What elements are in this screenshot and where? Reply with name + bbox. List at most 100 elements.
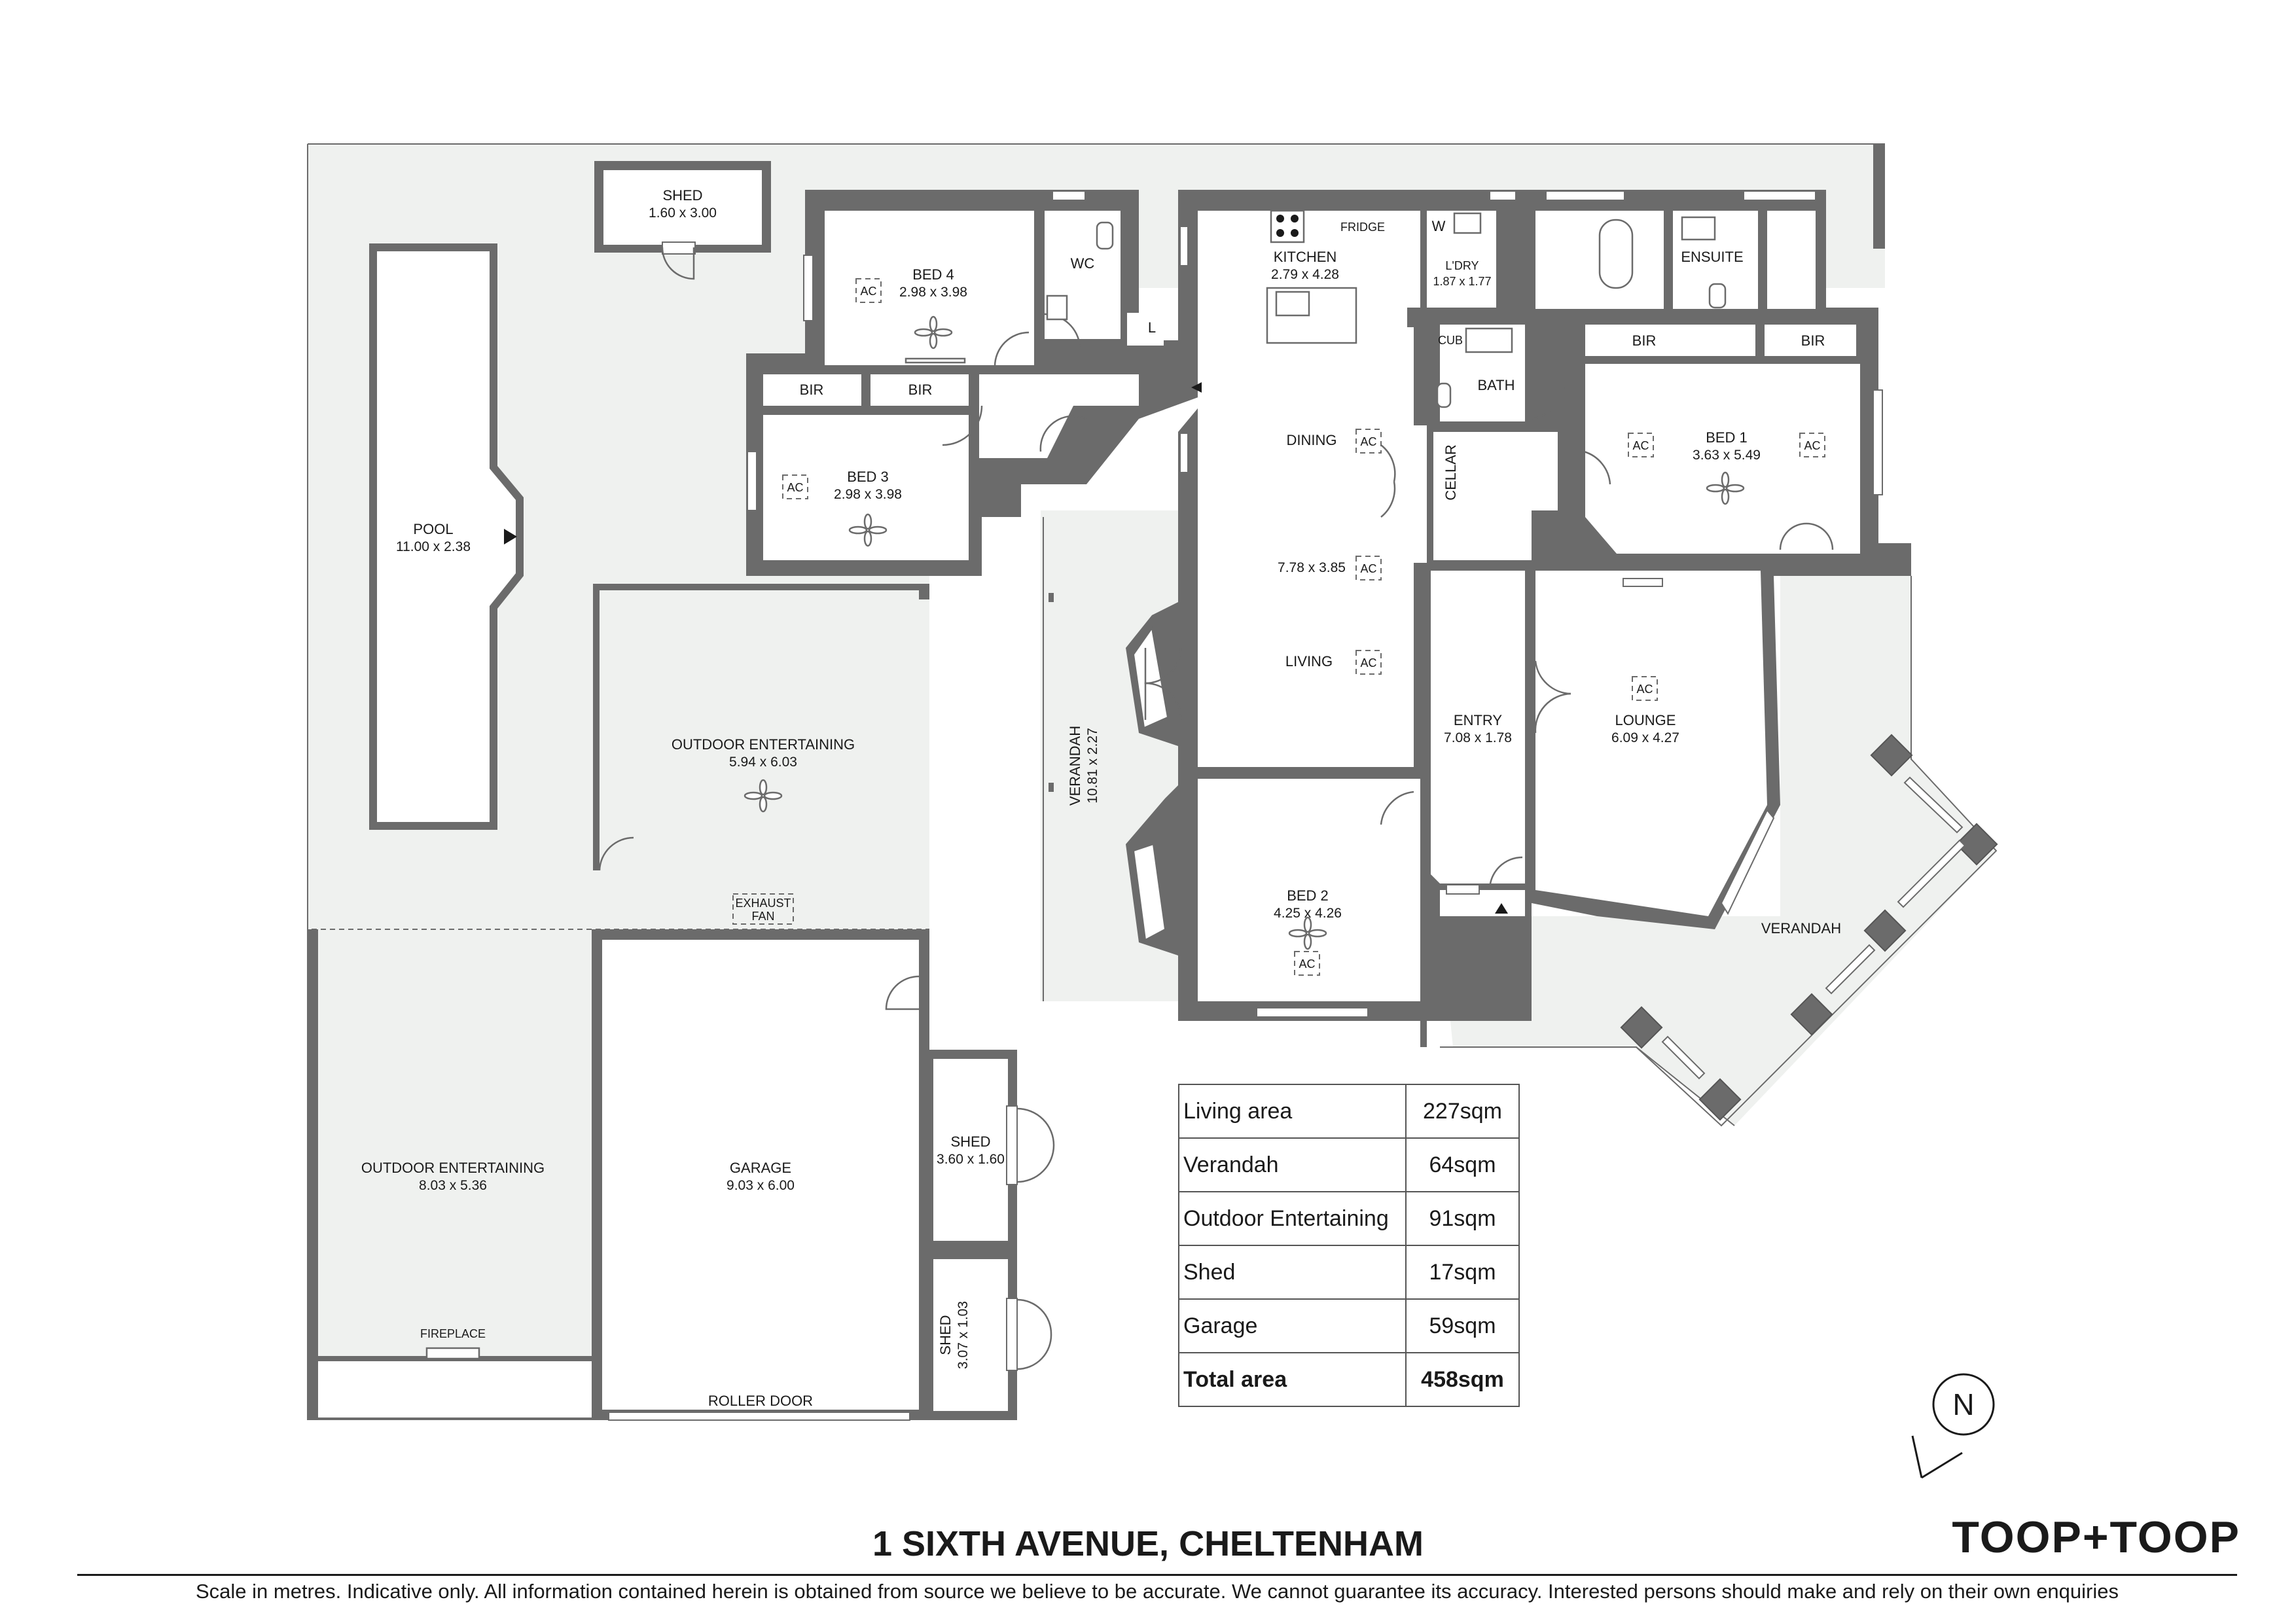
area-value: 458sqm xyxy=(1405,1352,1520,1407)
outdoor-entertaining-lower: OUTDOOR ENTERTAINING 8.03 x 5.36 FIREPLA… xyxy=(308,929,600,1420)
bed1-label: BED 1 xyxy=(1706,429,1748,446)
bir-d-label: BIR xyxy=(1801,332,1825,349)
area-row-shed: Shed 17sqm xyxy=(1178,1245,1520,1300)
agency-logo: TOOP+TOOP xyxy=(1952,1512,2240,1562)
shed-low-dims: 3.07 x 1.03 xyxy=(956,1301,971,1369)
wc-label: WC xyxy=(1071,255,1095,272)
pool: POOL 11.00 x 2.38 xyxy=(369,243,524,830)
shed-mid-dims: 3.60 x 1.60 xyxy=(937,1152,1005,1167)
pool-label: POOL xyxy=(413,521,453,537)
bir-c-label: BIR xyxy=(1632,332,1657,349)
washer-label: W xyxy=(1432,218,1446,234)
area-label: Shed xyxy=(1178,1245,1407,1300)
area-label: Total area xyxy=(1178,1352,1407,1407)
bed3-dims: 2.98 x 3.98 xyxy=(834,487,902,502)
living-ac-a: AC xyxy=(1360,562,1376,575)
bed2-ac: AC xyxy=(1299,957,1315,971)
disclaimer-text: Scale in metres. Indicative only. All in… xyxy=(195,1580,2119,1603)
bed1-ac-b: AC xyxy=(1804,439,1820,452)
dining-label: DINING xyxy=(1287,432,1337,448)
yard xyxy=(307,143,1996,1420)
outdoor-fan-icon xyxy=(744,779,783,813)
area-label: Verandah xyxy=(1178,1137,1407,1192)
bed3-label: BED 3 xyxy=(847,469,889,485)
bed4-label: BED 4 xyxy=(912,266,954,283)
outdoor-upper-label: OUTDOOR ENTERTAINING xyxy=(672,736,855,753)
exhaust-fan-label-1: EXHAUST xyxy=(735,897,791,910)
shed-top: SHED 1.60 x 3.00 xyxy=(594,161,771,280)
bed3-ac: AC xyxy=(787,481,803,494)
footer-rule xyxy=(77,1574,2237,1576)
bed1-dims: 3.63 x 5.49 xyxy=(1693,448,1761,463)
cellar-label: CELLAR xyxy=(1443,444,1459,501)
bed1-fan-icon xyxy=(1706,471,1745,505)
side-verandah: VERANDAH 10.81 x 2.27 xyxy=(1043,517,1100,1001)
area-value: 64sqm xyxy=(1405,1137,1520,1192)
area-row-outdoor: Outdoor Entertaining 91sqm xyxy=(1178,1191,1520,1246)
shed-top-label: SHED xyxy=(662,187,702,204)
west-wing: AC BED 4 2.98 x 3.98 WC L BIR BIR AC BED… xyxy=(746,190,1211,576)
area-table: Living area 227sqm Verandah 64sqm Outdoo… xyxy=(1178,1084,1520,1407)
bed4-dims: 2.98 x 3.98 xyxy=(899,285,967,300)
bed3-fan-icon xyxy=(848,513,888,547)
front-verandah: VERANDAH xyxy=(1440,576,1998,1127)
fridge-label: FRIDGE xyxy=(1340,221,1385,234)
linen-label: L xyxy=(1148,319,1156,336)
shed-low-label: SHED xyxy=(937,1315,954,1355)
outdoor-upper-dims: 5.94 x 6.03 xyxy=(729,755,797,770)
area-row-living: Living area 227sqm xyxy=(1178,1084,1520,1139)
central-wing: FRIDGE KITCHEN 2.79 x 4.28 W L'DRY 1.87 … xyxy=(1126,190,1911,1047)
bed2-fan-icon xyxy=(1288,916,1327,950)
kitchen-dims: 2.79 x 4.28 xyxy=(1271,267,1339,282)
living-ac-b: AC xyxy=(1360,656,1376,669)
verandah-side-dims: 10.81 x 2.27 xyxy=(1085,728,1100,804)
outdoor-entertaining-upper: OUTDOOR ENTERTAINING 5.94 x 6.03 EXHAUST… xyxy=(312,584,929,930)
bed4-ac: AC xyxy=(860,285,876,298)
garage-label: GARAGE xyxy=(730,1160,791,1176)
area-row-garage: Garage 59sqm xyxy=(1178,1298,1520,1353)
area-value: 17sqm xyxy=(1405,1245,1520,1300)
compass-letter: N xyxy=(1952,1387,1974,1421)
lounge-ac: AC xyxy=(1636,683,1653,696)
outdoor-lower-label: OUTDOOR ENTERTAINING xyxy=(361,1160,545,1176)
bed4-fan-icon xyxy=(914,315,953,349)
exhaust-fan-label-2: FAN xyxy=(751,910,774,923)
entry-label: ENTRY xyxy=(1454,712,1502,728)
dining-living-dims: 7.78 x 3.85 xyxy=(1278,560,1346,575)
verandah-front-label: VERANDAH xyxy=(1761,920,1841,936)
cub-label: CUB xyxy=(1438,334,1463,347)
laundry-dims: 1.87 x 1.77 xyxy=(1433,275,1491,288)
bir-b-label: BIR xyxy=(908,382,933,398)
dining-ac: AC xyxy=(1360,435,1376,448)
lounge-label: LOUNGE xyxy=(1615,712,1676,728)
area-value: 59sqm xyxy=(1405,1298,1520,1353)
boundary-stub xyxy=(1873,144,1885,249)
bath-label: BATH xyxy=(1477,377,1515,393)
bed1-ac-a: AC xyxy=(1632,439,1649,452)
area-row-total: Total area 458sqm xyxy=(1178,1352,1520,1407)
area-row-verandah: Verandah 64sqm xyxy=(1178,1137,1520,1192)
shed-low: SHED 3.07 x 1.03 xyxy=(924,1250,1052,1420)
entry-dims: 7.08 x 1.78 xyxy=(1444,730,1512,745)
roller-door-label: ROLLER DOOR xyxy=(708,1393,813,1409)
garage-dims: 9.03 x 6.00 xyxy=(726,1178,795,1193)
verandah-side-label: VERANDAH xyxy=(1067,726,1083,806)
outdoor-lower-dims: 8.03 x 5.36 xyxy=(419,1178,487,1193)
laundry-label: L'DRY xyxy=(1445,259,1479,272)
lounge-dims: 6.09 x 4.27 xyxy=(1611,730,1679,745)
ensuite-label: ENSUITE xyxy=(1681,249,1743,265)
area-value: 91sqm xyxy=(1405,1191,1520,1246)
shed-mid: SHED 3.60 x 1.60 xyxy=(924,1050,1055,1250)
area-label: Outdoor Entertaining xyxy=(1178,1191,1407,1246)
shed-mid-label: SHED xyxy=(950,1133,990,1150)
shed-top-dims: 1.60 x 3.00 xyxy=(649,205,717,221)
fireplace-label: FIREPLACE xyxy=(420,1327,486,1340)
bed2-label: BED 2 xyxy=(1287,887,1329,904)
pool-dims: 11.00 x 2.38 xyxy=(396,539,471,554)
property-address: 1 SIXTH AVENUE, CHELTENHAM xyxy=(872,1524,1424,1563)
garage: GARAGE 9.03 x 6.00 ROLLER DOOR xyxy=(592,929,929,1421)
north-arrow-icon: N xyxy=(1911,1373,1995,1479)
kitchen-label: KITCHEN xyxy=(1274,249,1337,265)
area-value: 227sqm xyxy=(1405,1084,1520,1139)
